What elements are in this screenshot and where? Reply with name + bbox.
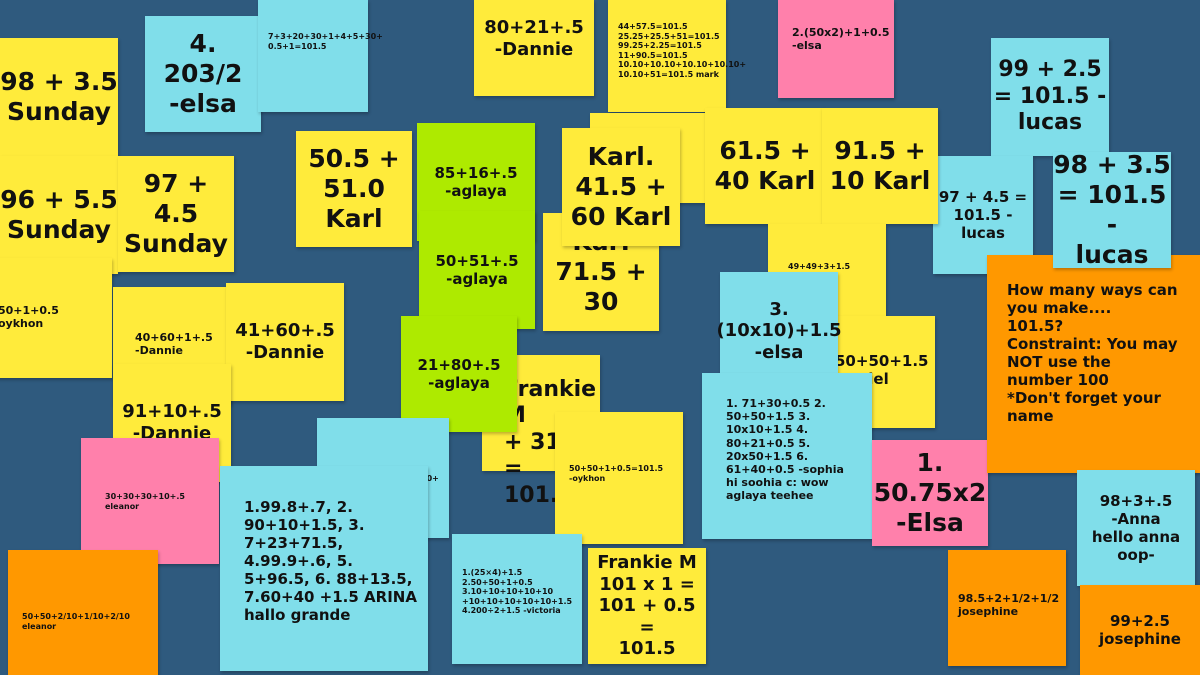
note-karl-41-5-60[interactable]: Karl. 41.5 + 60 Karl xyxy=(562,128,680,246)
note-text: 41+60+.5 -Dannie xyxy=(235,320,335,363)
note-elsa-50-75x2[interactable]: 1. 50.75x2 -Elsa xyxy=(872,440,988,546)
note-text: 50+50+2/10+1/10+2/10 eleanor xyxy=(22,612,130,631)
note-text: Frankie M + 31.5 = 101. xyxy=(504,377,597,508)
note-anna-98-3[interactable]: 98+3+.5 -Anna hello anna oop- xyxy=(1077,470,1195,586)
note-text: 99+2.5 josephine xyxy=(1099,612,1181,648)
note-text: 97 + 4.5 = 101.5 - lucas xyxy=(938,188,1028,242)
note-text: 44+57.5=101.5 25.25+25.5+51=101.5 99.25+… xyxy=(618,22,747,79)
note-sophia-list[interactable]: 1. 71+30+0.5 2. 50+50+1.5 3. 10x10+1.5 4… xyxy=(702,373,872,539)
note-dannie-41-60[interactable]: 41+60+.5 -Dannie xyxy=(226,283,344,401)
note-text: 4. 203/2 -elsa xyxy=(163,29,243,118)
note-text: 50+51+.5 -aglaya xyxy=(435,252,519,288)
note-karl-61-5-40[interactable]: 61.5 + 40 Karl xyxy=(705,108,825,224)
note-karl-91-5-10[interactable]: 91.5 + 10 Karl xyxy=(822,108,938,224)
note-97-4-5-sunday[interactable]: 97 + 4.5 Sunday xyxy=(118,156,234,272)
note-lucas-97-4-5[interactable]: 97 + 4.5 = 101.5 - lucas xyxy=(933,156,1033,274)
note-karl-50-5-51[interactable]: 50.5 + 51.0 Karl xyxy=(296,131,412,247)
note-aglaya-21-80[interactable]: 21+80+.5 -aglaya xyxy=(401,316,517,432)
note-josephine-98-5[interactable]: 98.5+2+1/2+1/2 josephine xyxy=(948,550,1066,666)
note-aglaya-50-51[interactable]: 50+51+.5 -aglaya xyxy=(419,211,535,329)
note-text: 1. 71+30+0.5 2. 50+50+1.5 3. 10x10+1.5 4… xyxy=(726,397,844,503)
note-elsa-10x10[interactable]: 3. (10x10)+1.5 -elsa xyxy=(716,272,842,390)
note-text: 1.(25×4)+1.5 2.50+50+1+0.5 3.10+10+10+10… xyxy=(462,568,573,616)
note-text: 98 + 3.5 Sunday xyxy=(0,67,118,126)
note-text: 97 + 4.5 Sunday xyxy=(124,169,228,258)
note-text: 21+80+.5 -aglaya xyxy=(417,356,501,392)
note-text: 85+16+.5 -aglaya xyxy=(434,164,518,200)
note-text: 49+49+3+1.5 xyxy=(788,262,851,271)
note-text: 1. 50.75x2 -Elsa xyxy=(873,448,987,537)
note-lucas-98-3-5[interactable]: 98 + 3.5 = 101.5 - lucas xyxy=(1053,150,1171,269)
note-elsa-50x2[interactable]: 2.(50x2)+1+0.5 -elsa xyxy=(778,0,894,98)
note-dannie-80-21[interactable]: 80+21+.5 -Dannie xyxy=(474,0,594,96)
note-text: 98+3+.5 -Anna hello anna oop- xyxy=(1091,492,1181,564)
note-mark-sums[interactable]: 44+57.5=101.5 25.25+25.5+51=101.5 99.25+… xyxy=(608,0,747,112)
note-text: 30+30+30+10+.5 eleanor xyxy=(105,492,185,511)
note-text: 99 + 2.5 = 101.5 - lucas xyxy=(993,57,1107,136)
note-text: 7+3+20+30+1+4+5+30+ 0.5+1=101.5 xyxy=(268,32,383,51)
note-text: 80+21+.5 -Dannie xyxy=(484,17,584,60)
note-text: 50+50+1+0.5=101.5 -oykhon xyxy=(569,464,664,483)
note-text: 96 + 5.5 Sunday xyxy=(0,185,118,244)
note-text: Frankie M 101 x 1 = 101 + 0.5 = 101.5 xyxy=(597,552,697,660)
note-elsa-203-2[interactable]: 4. 203/2 -elsa xyxy=(145,16,261,132)
note-oykhon-50-50[interactable]: 50+50+1+0.5=101.5 -oykhon xyxy=(555,412,683,544)
note-text: Karl. 41.5 + 60 Karl xyxy=(570,142,672,231)
note-eleanor-fractions[interactable]: 50+50+2/10+1/10+2/10 eleanor xyxy=(8,550,158,675)
note-text: 98.5+2+1/2+1/2 josephine xyxy=(958,592,1060,619)
note-text: 2.(50x2)+1+0.5 -elsa xyxy=(792,26,890,53)
note-frankie-101x1[interactable]: Frankie M 101 x 1 = 101 + 0.5 = 101.5 xyxy=(588,548,706,664)
note-text: 98 + 3.5 = 101.5 - lucas xyxy=(1053,150,1171,269)
note-text: How many ways can you make.... 101.5? Co… xyxy=(1007,281,1178,425)
note-text: 1.99.8+.7, 2. 90+10+1.5, 3. 7+23+71.5, 4… xyxy=(244,498,417,624)
note-text: 3. (10x10)+1.5 -elsa xyxy=(716,298,842,363)
note-text: 91.5 + 10 Karl xyxy=(829,136,931,195)
note-text: 40+60+1+.5 -Dannie xyxy=(135,331,213,358)
note-eleanor-30x3[interactable]: 30+30+30+10+.5 eleanor xyxy=(81,438,219,564)
note-text: 50.5 + 51.0 Karl xyxy=(308,144,400,233)
note-text: 10+ xyxy=(421,474,439,483)
note-text: 50+1+0.5 oykhon xyxy=(0,304,59,331)
note-98-3-5-sunday[interactable]: 98 + 3.5 Sunday xyxy=(0,38,118,156)
note-long-sum[interactable]: 7+3+20+30+1+4+5+30+ 0.5+1=101.5 xyxy=(258,0,383,112)
note-96-5-5-sunday[interactable]: 96 + 5.5 Sunday xyxy=(0,156,118,274)
note-lucas-99-2-5[interactable]: 99 + 2.5 = 101.5 - lucas xyxy=(991,38,1109,156)
note-josephine-99-2-5[interactable]: 99+2.5 josephine xyxy=(1080,585,1200,675)
note-text: 61.5 + 40 Karl xyxy=(714,136,816,195)
note-prompt-instructions[interactable]: How many ways can you make.... 101.5? Co… xyxy=(987,255,1200,473)
note-oykhon-50-1[interactable]: 50+1+0.5 oykhon xyxy=(0,258,112,378)
note-arina-list[interactable]: 1.99.8+.7, 2. 90+10+1.5, 3. 7+23+71.5, 4… xyxy=(220,466,428,671)
note-victoria-list[interactable]: 1.(25×4)+1.5 2.50+50+1+0.5 3.10+10+10+10… xyxy=(452,534,582,664)
